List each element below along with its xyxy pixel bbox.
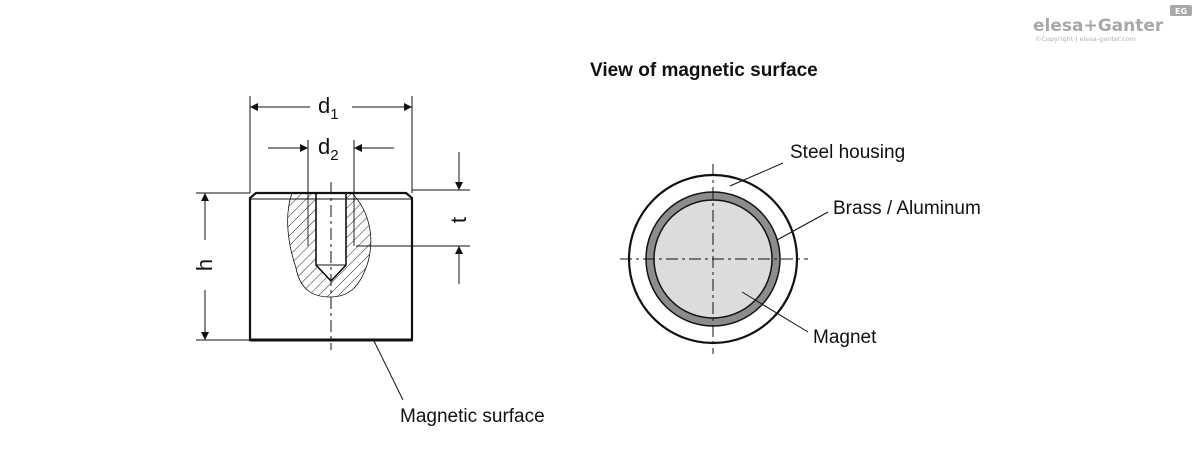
d1-label: d1 [318, 93, 339, 123]
surface-view: Steel housing Brass / Aluminum Magnet [620, 142, 981, 354]
magnetic-surface-label: Magnetic surface [400, 406, 545, 427]
brand-logo-text: elesa+Ganter [1033, 16, 1164, 36]
t-label: t [446, 217, 471, 223]
brass-aluminum-label: Brass / Aluminum [833, 198, 981, 219]
brand-logo: elesa+Ganter EG ©Copyright | elesa-gante… [1033, 5, 1192, 43]
brass-aluminum-leader [776, 211, 829, 241]
page-title: View of magnetic surface [590, 60, 818, 81]
magnetic-surface-leader [373, 340, 404, 401]
magnet-leader [741, 291, 809, 333]
steel-housing-label: Steel housing [790, 142, 905, 163]
steel-housing-leader [729, 162, 784, 187]
brand-badge-icon [1170, 5, 1192, 16]
magnet-label: Magnet [813, 327, 877, 348]
brand-copyright: ©Copyright | elesa-ganter.com [1035, 35, 1136, 43]
d2-label: d2 [318, 134, 339, 164]
section-view: d1 d2 h t Magnetic surface [192, 93, 545, 427]
brand-badge-text: EG [1175, 7, 1187, 16]
h-label: h [192, 259, 217, 271]
